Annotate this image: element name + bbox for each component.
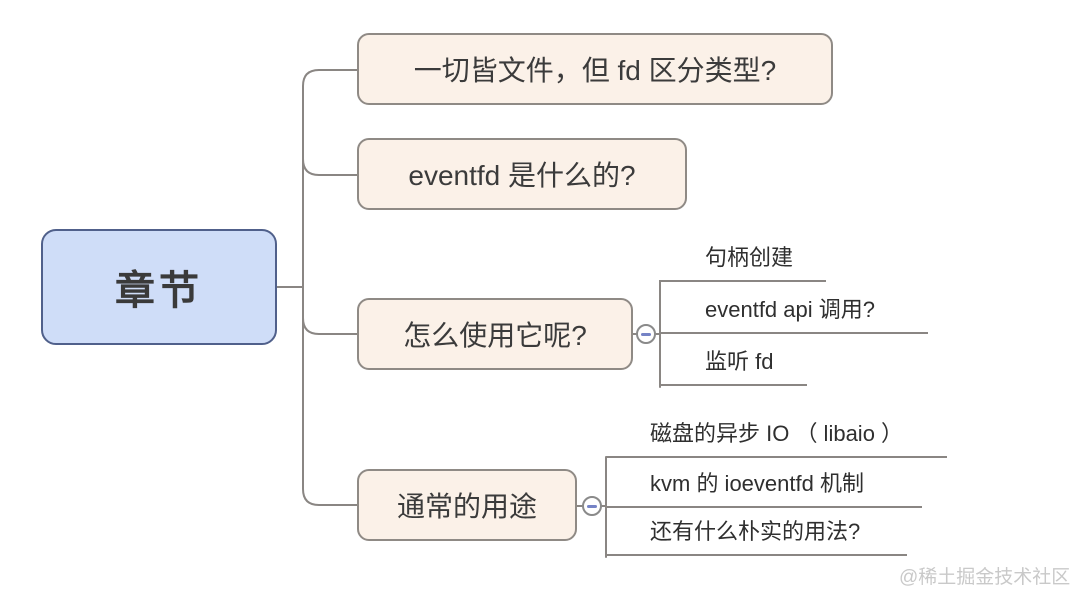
branch2-connector [302, 158, 359, 176]
leaf-node-kvm-ioeventfd[interactable]: kvm 的 ioeventfd 机制 [606, 470, 922, 508]
branch-node-common-uses[interactable]: 通常的用途 [357, 469, 577, 541]
branch-node-how-to-use[interactable]: 怎么使用它呢? [357, 298, 633, 370]
leaf-node-other-plain-uses[interactable]: 还有什么朴实的用法? [606, 518, 907, 556]
leaf-node-handle-create[interactable]: 句柄创建 [659, 245, 826, 282]
branch-node-what-is-eventfd[interactable]: eventfd 是什么的? [357, 138, 687, 210]
collapse-button-common-uses[interactable] [582, 496, 602, 516]
root-node[interactable]: 章节 [41, 229, 277, 345]
branch-node-everything-is-file[interactable]: 一切皆文件，但 fd 区分类型? [357, 33, 833, 105]
leaf-node-eventfd-api-call[interactable]: eventfd api 调用? [659, 297, 928, 334]
collapse-button-how-to-use[interactable] [636, 324, 656, 344]
minus-icon [641, 332, 651, 336]
leaf-node-disk-async-io[interactable]: 磁盘的异步 IO （ libaio ） [606, 420, 947, 458]
branch3-connector [302, 317, 359, 335]
spine [302, 69, 359, 506]
leaf-node-listen-fd[interactable]: 监听 fd [659, 349, 807, 386]
watermark: @稀土掘金技术社区 [899, 567, 1071, 588]
minus-icon [587, 504, 597, 508]
